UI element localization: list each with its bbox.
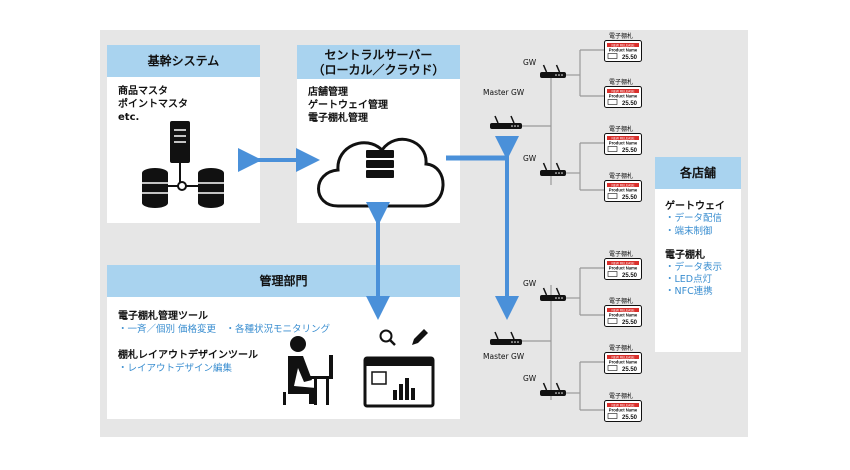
gw-label: GW [523,279,537,288]
tag-product: Product Name [609,313,638,318]
price-tag-title: 電子棚札 [609,126,634,133]
pencil-icon [412,329,428,345]
price-tag-title: 電子棚札 [609,251,634,258]
esl-title: 電子棚札 [665,250,705,261]
gw-label: GW [523,374,537,383]
tag-price: 25.50 [622,415,638,421]
tag-banner: NEW RELEASE [611,43,634,47]
gw-label: GW [523,154,537,163]
tool2-desc: ・レイアウトデザイン編集 [118,363,233,374]
tag-banner: NEW RELEASE [611,261,634,265]
gateway-item: ・データ配信 [665,213,723,224]
central-server-item: 電子棚札管理 [308,113,368,124]
tag-price: 25.50 [622,148,638,154]
search-icon [379,329,396,346]
server-rack-icon [170,121,190,163]
esl-item: ・LED点灯 [665,274,713,285]
master-gateway-router [490,331,522,345]
store-header: 各店舗 [655,157,741,189]
price-tag-title: 電子棚札 [609,393,634,400]
central-server-item: 店舗管理 [308,87,348,98]
tag-price: 25.50 [622,55,638,61]
tag-banner: NEW RELEASE [611,89,634,93]
core-system-item: 商品マスタ [118,86,168,97]
price-tag-title: 電子棚札 [609,173,634,180]
tag-product: Product Name [609,48,638,53]
esl-item: ・NFC連携 [665,286,713,297]
server-to-gateway-connector [446,136,519,320]
tool1-title: 電子棚札管理ツール [118,311,208,322]
tag-price: 25.50 [622,273,638,279]
core-system-item: etc. [118,112,140,123]
person-at-desk-icon [283,336,333,405]
database-network-icon [142,163,224,208]
gateway-router [540,64,566,78]
tag-price: 25.50 [622,367,638,373]
tag-banner: NEW RELEASE [611,355,634,359]
central-server-title: セントラルサーバー [324,48,433,62]
dashboard-window-icon [363,356,435,408]
tag-product: Product Name [609,408,638,413]
price-tag-title: 電子棚札 [609,33,634,40]
tag-product: Product Name [609,94,638,99]
gateway-router [540,162,566,176]
gateway-router [540,287,566,301]
tag-product: Product Name [609,360,638,365]
tag-banner: NEW RELEASE [611,183,634,187]
gw-label: GW [523,58,537,67]
master-gw-label: Master GW [483,88,525,97]
central-server-header: セントラルサーバー （ローカル／クラウド） [297,45,460,79]
master-gw-label: Master GW [483,352,525,361]
management-header: 管理部門 [107,265,460,297]
tag-price: 25.50 [622,320,638,326]
routers [490,64,566,396]
central-server-item: ゲートウェイ管理 [308,100,388,111]
store-box: 各店舗 [655,157,741,352]
price-tag-title: 電子棚札 [609,79,634,86]
tag-product: Product Name [609,188,638,193]
tag-banner: NEW RELEASE [611,308,634,312]
price-tag-title: 電子棚札 [609,298,634,305]
tool1-desc: ・一斉／個別 価格変更 ・各種状況モニタリング [118,324,331,335]
tag-product: Product Name [609,266,638,271]
master-gateway-router [490,115,522,129]
gateway-router [540,382,566,396]
cloud-icon [317,137,445,208]
tag-price: 25.50 [622,101,638,107]
core-system-header: 基幹システム [107,45,260,77]
tag-banner: NEW RELEASE [611,136,634,140]
gateway-title: ゲートウェイ [665,201,725,212]
tag-banner: NEW RELEASE [611,403,634,407]
core-system-item: ポイントマスタ [118,99,188,110]
central-server-subtitle: （ローカル／クラウド） [312,63,445,77]
tool2-title: 棚札レイアウトデザインツール [118,350,258,361]
price-tag-title: 電子棚札 [609,345,634,352]
esl-item: ・データ表示 [665,262,723,273]
tag-product: Product Name [609,141,638,146]
tag-price: 25.50 [622,195,638,201]
gateway-item: ・端末制御 [665,226,713,237]
